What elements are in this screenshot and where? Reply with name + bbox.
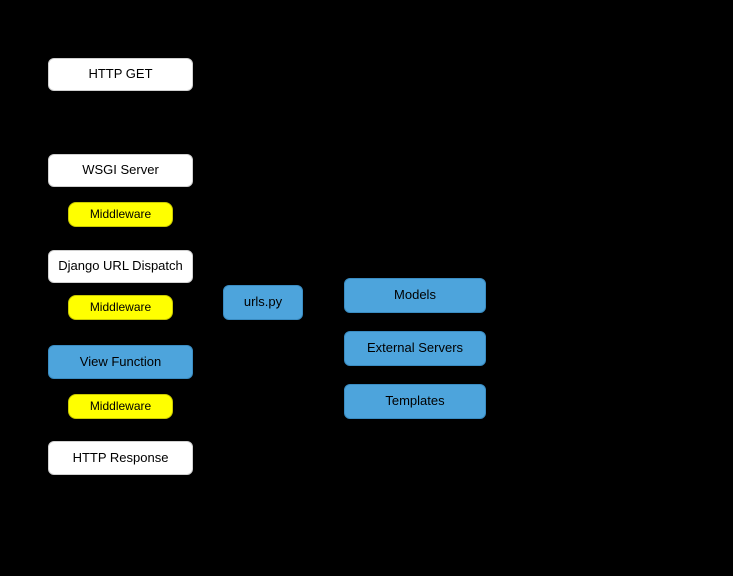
node-django-url-dispatch: Django URL Dispatch bbox=[48, 250, 193, 283]
node-http-response: HTTP Response bbox=[48, 441, 193, 475]
node-external-servers: External Servers bbox=[344, 331, 486, 366]
node-middleware-response: Middleware bbox=[68, 394, 173, 419]
node-models: Models bbox=[344, 278, 486, 313]
node-wsgi-server: WSGI Server bbox=[48, 154, 193, 187]
node-middleware-request-1: Middleware bbox=[68, 202, 173, 227]
node-urls-py: urls.py bbox=[223, 285, 303, 320]
node-templates: Templates bbox=[344, 384, 486, 419]
node-middleware-request-2: Middleware bbox=[68, 295, 173, 320]
node-http-get: HTTP GET bbox=[48, 58, 193, 91]
node-view-function: View Function bbox=[48, 345, 193, 379]
